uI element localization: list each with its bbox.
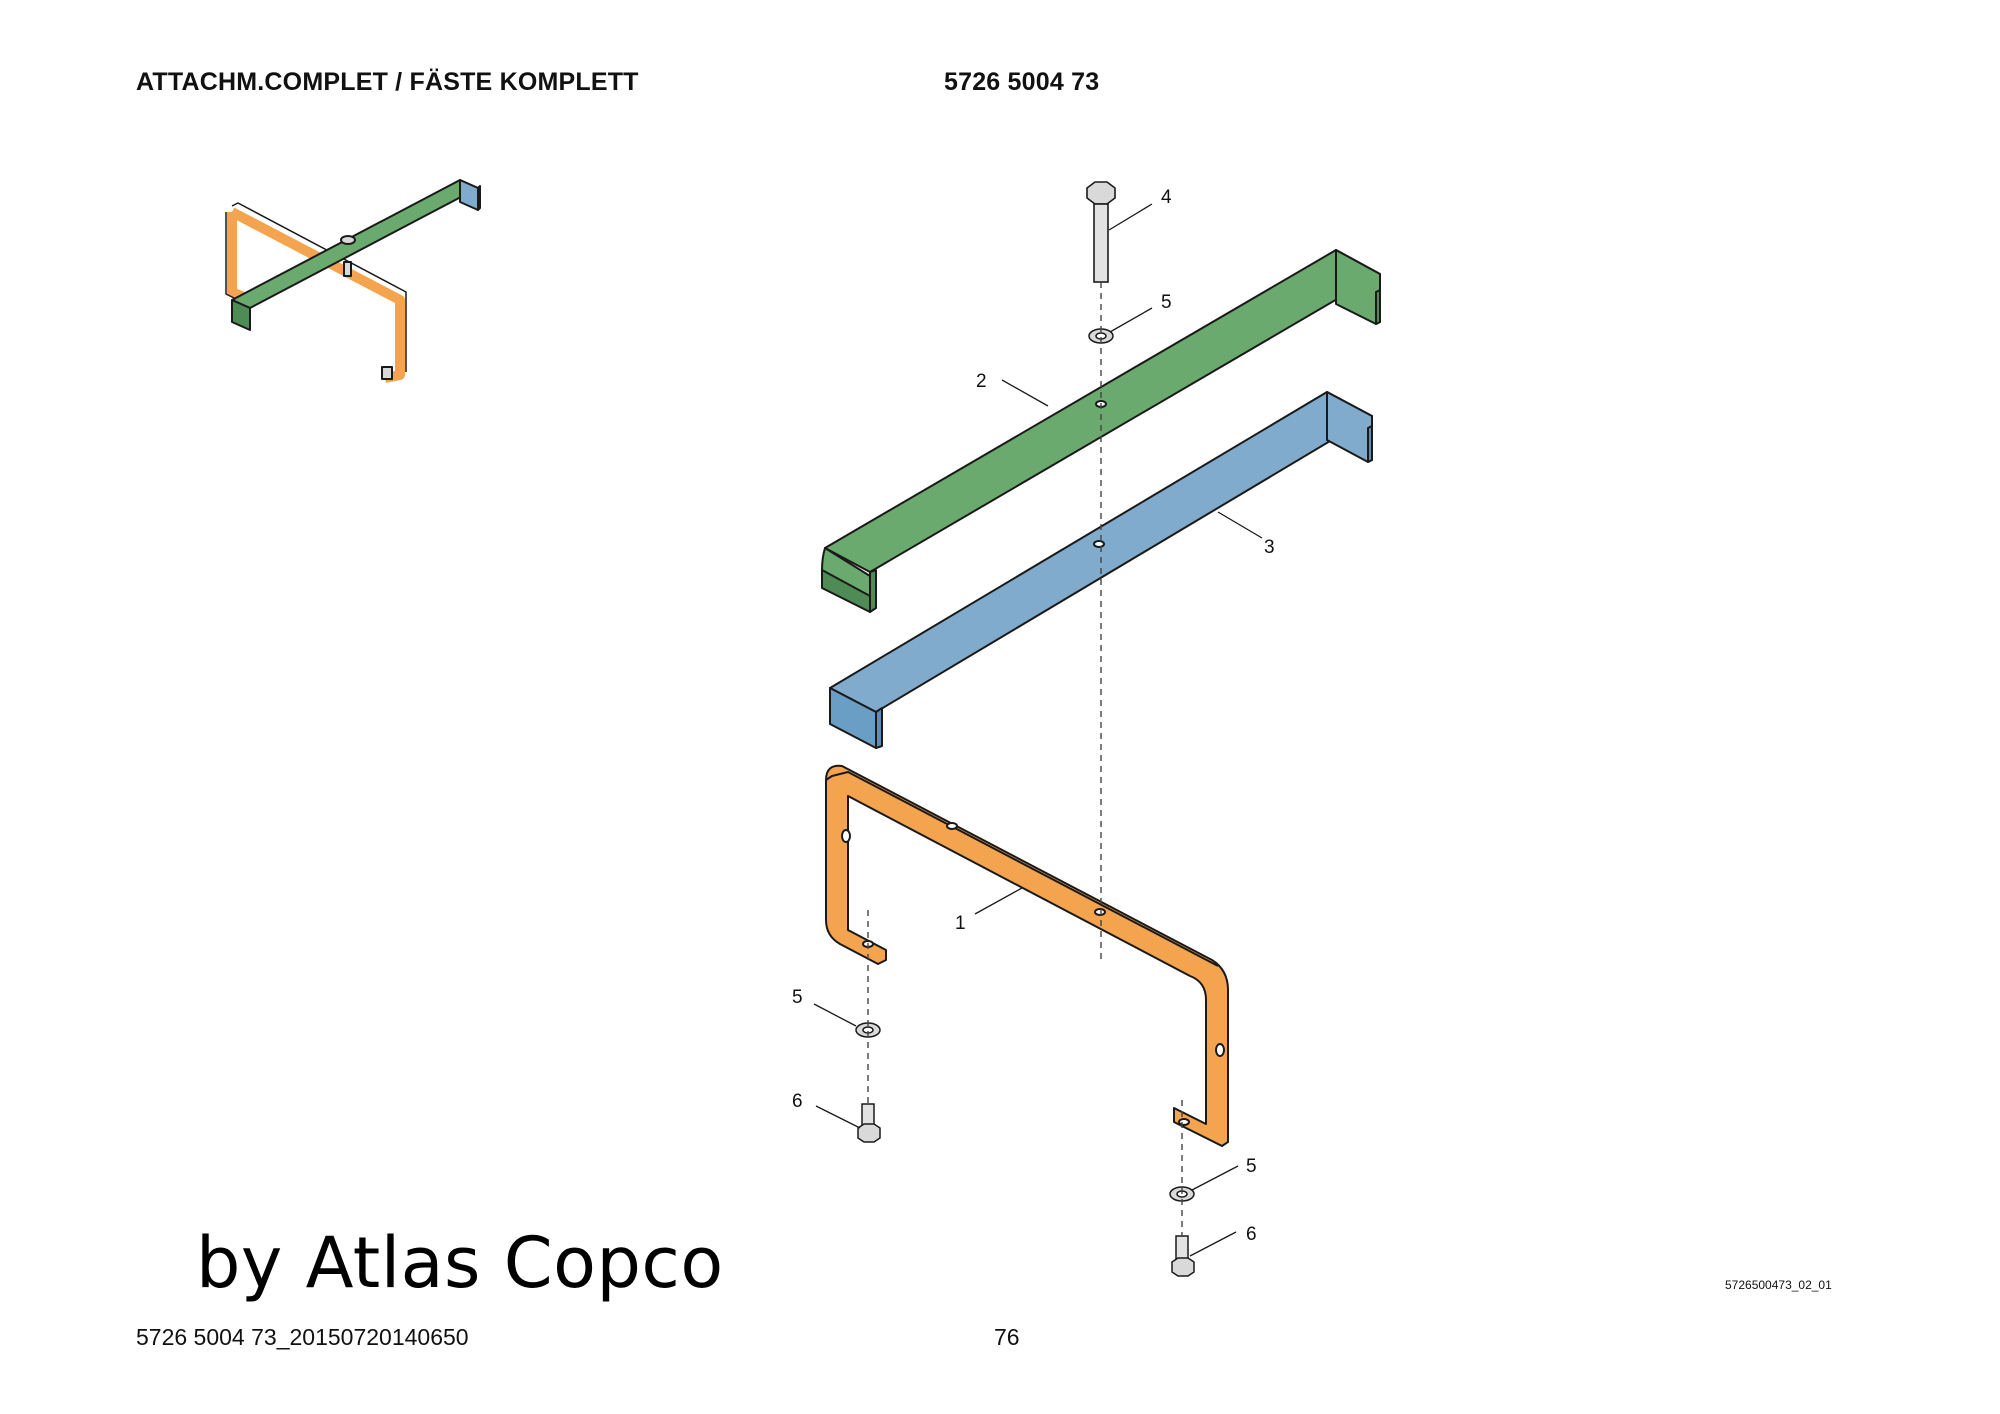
callout-2: 2 <box>976 371 987 392</box>
page-number: 76 <box>994 1324 1020 1350</box>
callout-3: 3 <box>1264 537 1275 558</box>
page-title: ATTACHM.COMPLET / FÄSTE KOMPLETT <box>136 68 639 96</box>
bracket-1-orange <box>825 764 1229 1147</box>
document-id: 5726 5004 73_20150720140650 <box>136 1324 469 1350</box>
callout-6-right: 6 <box>1246 1224 1257 1245</box>
callout-5-left: 5 <box>792 987 803 1008</box>
drawing-id: 5726500473_02_01 <box>1725 1278 1832 1292</box>
watermark: by Atlas Copco <box>196 1222 724 1304</box>
callout-5-right: 5 <box>1246 1156 1257 1177</box>
assembly-axes <box>867 282 1183 1236</box>
screw-6-left <box>857 1103 881 1143</box>
washer-5-top <box>1088 328 1114 344</box>
assembled-thumbnail <box>225 179 481 383</box>
callout-5-top: 5 <box>1161 292 1172 313</box>
leader-lines <box>813 203 1263 1257</box>
callout-1: 1 <box>955 913 966 934</box>
screw-6-right <box>1171 1235 1195 1277</box>
part-number: 5726 5004 73 <box>944 68 1100 96</box>
callout-4: 4 <box>1161 187 1172 208</box>
callout-6-left: 6 <box>792 1091 803 1112</box>
strip-2-green <box>821 249 1381 613</box>
bolt-4 <box>1086 181 1116 283</box>
